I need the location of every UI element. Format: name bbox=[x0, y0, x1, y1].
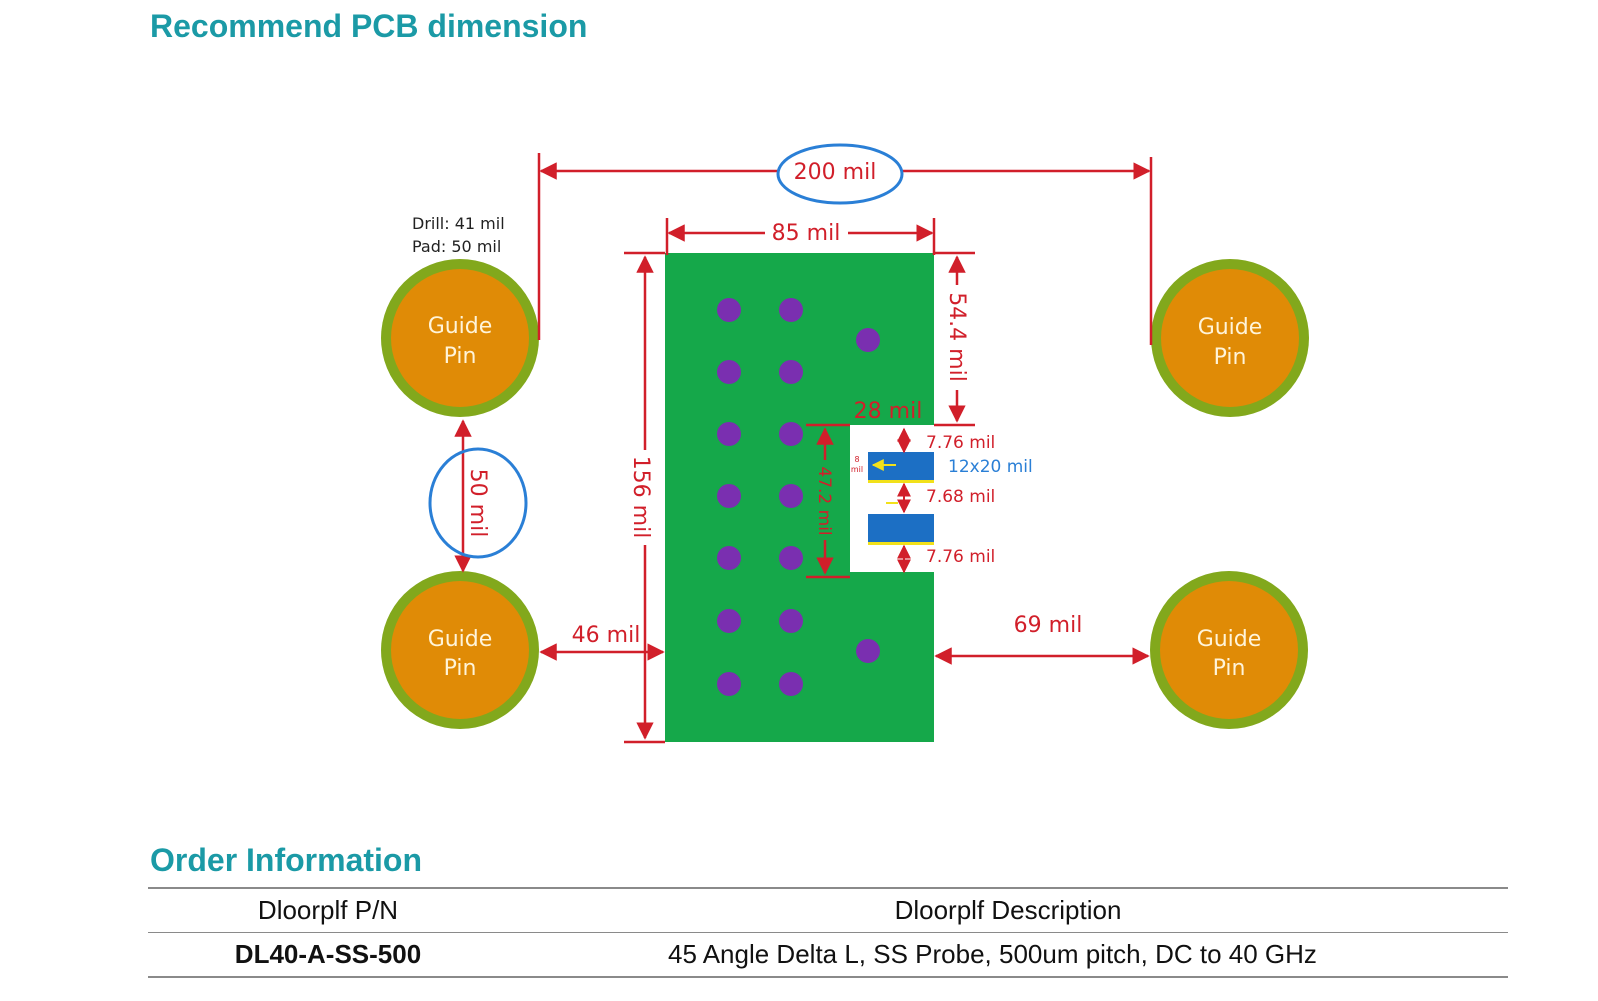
dim-7-76-top-label: 7.76 mil bbox=[926, 433, 995, 453]
guide-pin-label-line2: Pin bbox=[444, 344, 477, 369]
dimension-156-mil bbox=[624, 251, 665, 744]
guide-pin-label-line1: Guide bbox=[1197, 627, 1262, 652]
dim-156-label: 156 mil bbox=[628, 456, 653, 539]
guide-pin-label-line1: Guide bbox=[428, 314, 493, 339]
pad-note: Pad: 50 mil bbox=[412, 237, 501, 256]
table-row: DL40-A-SS-500 45 Angle Delta L, SS Probe… bbox=[148, 933, 1508, 977]
highlight-ellipse-50 bbox=[428, 447, 528, 559]
dimension-85-mil bbox=[665, 218, 936, 255]
dim-50-label: 50 mil bbox=[465, 469, 490, 538]
dim-200-label: 200 mil bbox=[794, 160, 877, 185]
dimension-47-2-mil bbox=[806, 423, 850, 579]
via-grid bbox=[717, 298, 880, 696]
guide-pin-label-line2: Pin bbox=[1213, 656, 1246, 681]
highlight-ellipse-200 bbox=[776, 143, 904, 205]
header-description: Dloorplf Description bbox=[894, 895, 1122, 925]
guide-pin-top-right: Guide Pin bbox=[1151, 259, 1309, 417]
header-pn: Dloorplf P/N bbox=[257, 895, 399, 925]
guide-pin-label-line1: Guide bbox=[428, 627, 493, 652]
guide-pin-label-line2: Pin bbox=[1214, 345, 1247, 370]
dimension-54-4-mil bbox=[934, 251, 975, 427]
table-header-row: Dloorplf P/N Dloorplf Description bbox=[148, 888, 1508, 933]
guide-pin-bottom-left: Guide Pin bbox=[381, 571, 539, 729]
dim-47-2-label: 47.2 mil bbox=[814, 466, 834, 535]
dimension-8-mil bbox=[871, 459, 898, 504]
dim-7-68-label: 7.68 mil bbox=[926, 487, 995, 507]
dim-28-label: 28 mil bbox=[854, 399, 923, 424]
guide-pin-label-line2: Pin bbox=[444, 656, 477, 681]
guide-pin-bottom-right: Guide Pin bbox=[1150, 571, 1308, 729]
cell-description: 45 Angle Delta L, SS Probe, 500um pitch,… bbox=[668, 939, 1317, 969]
order-information-title: Order Information bbox=[150, 842, 423, 878]
order-table: Dloorplf P/N Dloorplf Description DL40-A… bbox=[148, 887, 1508, 978]
dim-85-label: 85 mil bbox=[772, 221, 841, 246]
dim-69-label: 69 mil bbox=[1014, 613, 1083, 638]
guide-pin-top-left: Guide Pin bbox=[381, 259, 539, 417]
dim-54-4-label: 54.4 mil bbox=[944, 292, 969, 382]
dimension-200-mil bbox=[537, 153, 1153, 345]
drill-note: Drill: 41 mil bbox=[412, 214, 505, 233]
guide-pin-label-line1: Guide bbox=[1198, 315, 1263, 340]
dim-46-label: 46 mil bbox=[572, 623, 641, 648]
pcb-dimension-title: Recommend PCB dimension bbox=[150, 8, 588, 44]
dim-12x20-label: 12x20 mil bbox=[948, 457, 1033, 477]
cell-pn: DL40-A-SS-500 bbox=[234, 939, 422, 969]
dim-8-line2: mil bbox=[851, 465, 863, 474]
dim-8-line1: 8 bbox=[854, 455, 859, 464]
dim-7-76-bottom-label: 7.76 mil bbox=[926, 547, 995, 567]
